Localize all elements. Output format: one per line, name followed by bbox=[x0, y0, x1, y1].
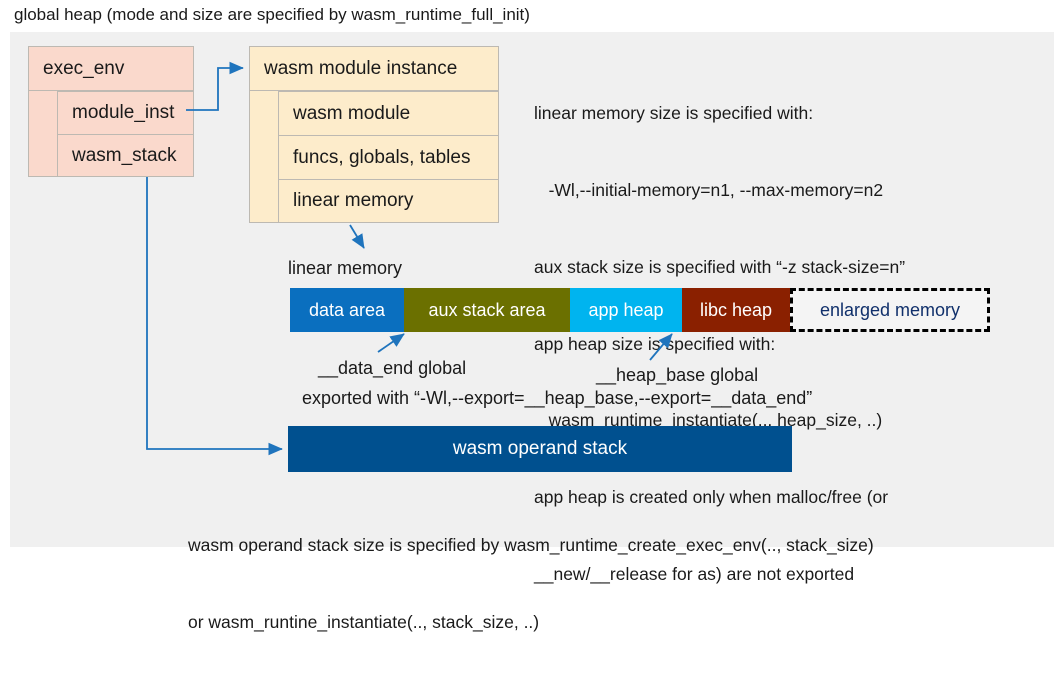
heap-base-annotation: __heap_base global bbox=[596, 365, 759, 385]
operand-stack-note-line-0: wasm operand stack size is specified by … bbox=[188, 535, 874, 555]
linear-memory-label: linear memory bbox=[288, 258, 403, 278]
wasm-module-instance-box: wasm module instance wasm module funcs, … bbox=[249, 46, 499, 223]
wasm-operand-stack-label: wasm operand stack bbox=[452, 438, 628, 459]
module-instance-field-funcs-globals-tables-label: funcs, globals, tables bbox=[293, 146, 471, 168]
memory-segment-app-heap-label: app heap bbox=[588, 299, 664, 320]
memory-config-notes: linear memory size is specified with: -W… bbox=[534, 50, 905, 639]
exec-env-header: exec_env bbox=[29, 47, 193, 91]
module-instance-field-wasm-module-label: wasm module bbox=[293, 102, 411, 124]
module-instance-field-linear-memory: linear memory bbox=[278, 179, 498, 222]
operand-stack-note-line-1: or wasm_runtine_instantiate(.., stack_si… bbox=[188, 611, 540, 632]
exec-env-field-wasm-stack-label: wasm_stack bbox=[72, 144, 177, 166]
note-line-3: app heap size is specified with: bbox=[534, 333, 776, 354]
exec-env-field-module-inst-label: module_inst bbox=[72, 102, 175, 123]
data-end-annotation: __data_end global bbox=[318, 358, 467, 378]
exec-env-field-module-inst: module_inst bbox=[57, 91, 193, 134]
page-title: global heap (mode and size are specified… bbox=[14, 5, 530, 24]
wasm-operand-stack-bar: wasm operand stack bbox=[288, 426, 792, 472]
memory-segment-aux-stack-area-label: aux stack area bbox=[428, 299, 546, 320]
memory-segment-data-area: data area bbox=[290, 288, 404, 332]
module-instance-header: wasm module instance bbox=[250, 47, 498, 91]
note-line-0: linear memory size is specified with: bbox=[534, 103, 814, 124]
operand-stack-notes: wasm operand stack size is specified by … bbox=[188, 482, 874, 686]
module-instance-field-wasm-module: wasm module bbox=[278, 91, 498, 135]
memory-segment-enlarged-memory: enlarged memory bbox=[790, 288, 990, 332]
note-line-5: app heap is created only when malloc/fre… bbox=[534, 487, 889, 508]
note-line-4: wasm_runtime_instantiate(.., heap_size, … bbox=[534, 410, 883, 431]
note-line-1: -Wl,--initial-memory=n1, --max-memory=n2 bbox=[534, 179, 884, 200]
exec-env-box: exec_env module_inst wasm_stack bbox=[28, 46, 194, 177]
memory-segment-aux-stack-area: aux stack area bbox=[404, 288, 570, 332]
memory-segment-app-heap: app heap bbox=[570, 288, 682, 332]
linear-memory-bar: data area aux stack area app heap libc h… bbox=[290, 288, 990, 332]
memory-segment-libc-heap: libc heap bbox=[682, 288, 790, 332]
module-instance-field-funcs-globals-tables: funcs, globals, tables bbox=[278, 135, 498, 179]
memory-segment-libc-heap-label: libc heap bbox=[699, 299, 773, 320]
exec-env-field-wasm-stack: wasm_stack bbox=[57, 134, 193, 176]
module-instance-header-label: wasm module instance bbox=[264, 57, 458, 79]
memory-segment-data-area-label: data area bbox=[308, 299, 386, 320]
exported-with-annotation: exported with “-Wl,--export=__heap_base,… bbox=[302, 388, 813, 408]
module-instance-field-linear-memory-label: linear memory bbox=[293, 190, 414, 211]
exec-env-header-label: exec_env bbox=[43, 57, 125, 79]
note-line-2: aux stack size is specified with “-z sta… bbox=[534, 256, 906, 277]
memory-segment-enlarged-memory-label: enlarged memory bbox=[819, 299, 961, 320]
diagram-root: global heap (mode and size are specified… bbox=[10, 5, 1054, 632]
